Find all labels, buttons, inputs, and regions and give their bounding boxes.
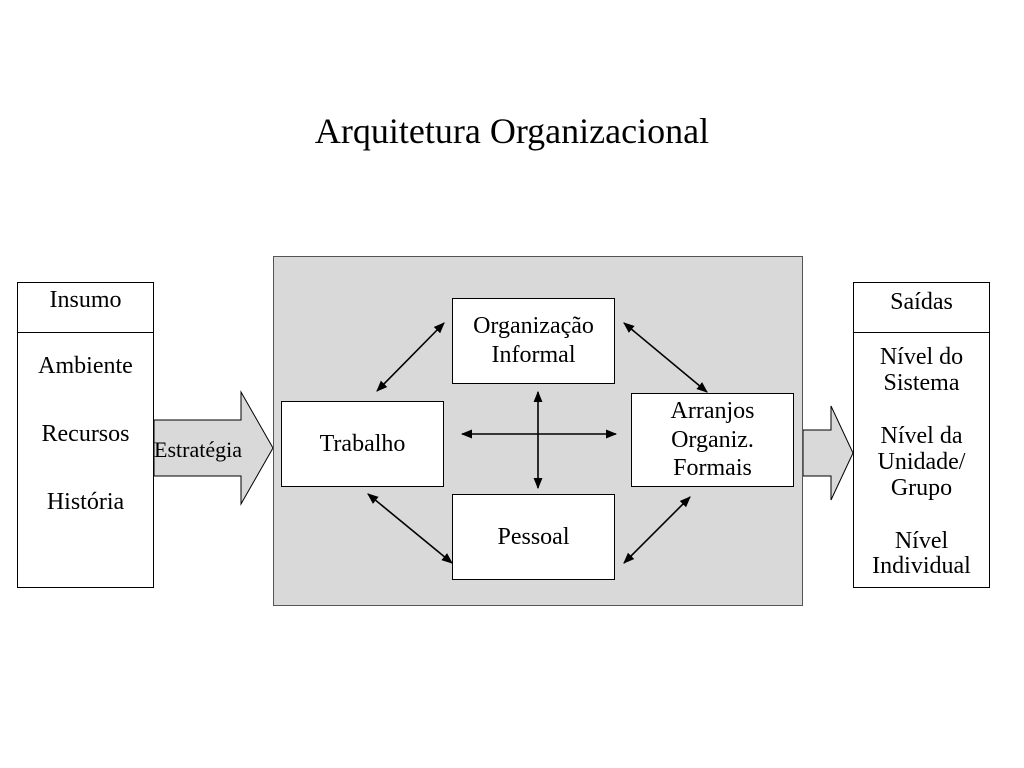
node-org-informal-line2: Informal (491, 342, 576, 368)
saidas-item-sistema-line1: Nível do (879, 344, 964, 370)
saidas-item-unidade-line1: Nível da (880, 422, 963, 449)
saidas-item-sistema: Nível do Sistema (854, 344, 989, 397)
node-arranjos-formais: Arranjos Organiz. Formais (631, 393, 794, 487)
node-organizacao-informal: Organização Informal (452, 298, 615, 384)
estrategia-arrow (153, 390, 274, 506)
saidas-header: Saídas (854, 283, 989, 333)
saidas-item-sistema-line2: Sistema (883, 369, 960, 396)
node-org-informal-line1: Organização (473, 313, 594, 340)
arrow-orginformal-arranjos (623, 322, 708, 393)
saidas-panel: Saídas Nível do Sistema Nível da Unidade… (853, 282, 990, 588)
insumo-item-recursos: Recursos (41, 421, 130, 447)
insumo-item-ambiente: Ambiente (38, 353, 133, 379)
node-arranjos-line3: Formais (673, 455, 752, 482)
insumo-header: Insumo (18, 283, 153, 333)
node-pessoal-label: Pessoal (497, 523, 570, 550)
saidas-item-unidade-line2: Unidade/ (877, 448, 966, 475)
insumo-panel: Insumo Ambiente Recursos História (17, 282, 154, 588)
arrow-trabalho-pessoal (367, 493, 453, 564)
saidas-item-unidade: Nível da Unidade/ Grupo (854, 422, 989, 502)
saidas-item-individual: Nível Individual (854, 527, 989, 581)
arrow-pessoal-arranjos (623, 496, 691, 564)
node-arranjos-line1: Arranjos (670, 397, 755, 424)
page-title: Arquitetura Organizacional (314, 111, 710, 151)
node-trabalho: Trabalho (281, 401, 444, 487)
arrow-trabalho-orginformal (376, 322, 445, 392)
insumo-item-historia: História (46, 489, 125, 515)
estrategia-label: Estratégia (154, 437, 242, 462)
saidas-item-individual-line1: Nível (894, 527, 949, 554)
saidas-item-unidade-line3: Grupo (890, 474, 953, 501)
saidas-item-individual-line2: Individual (872, 553, 971, 580)
output-arrow (802, 405, 854, 501)
node-arranjos-line2: Organiz. (671, 426, 754, 453)
node-trabalho-label: Trabalho (319, 430, 406, 457)
node-pessoal: Pessoal (452, 494, 615, 580)
